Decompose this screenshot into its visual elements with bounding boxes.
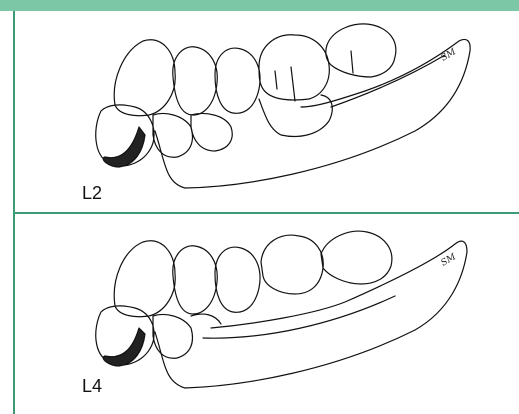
tooth-contact-lines (275, 51, 353, 101)
canine-tooth (114, 40, 175, 116)
panel-label: L4 (82, 376, 102, 397)
top-accent-bar (0, 0, 519, 11)
gum-line (331, 55, 445, 107)
panel-label: L2 (82, 183, 102, 204)
molar-1-tooth (261, 235, 323, 294)
premolar-1-tooth (173, 47, 217, 115)
artist-initials: SM (440, 47, 459, 64)
artist-initials: SM (440, 252, 459, 269)
denture-illustration-l2: SM (15, 11, 519, 212)
premolar-2-tooth (215, 48, 260, 113)
lower-premolar-1 (153, 315, 192, 359)
panel-l4: SM L4 (15, 214, 519, 414)
panel-l2: SM L2 (15, 11, 519, 212)
gum-line (203, 296, 395, 338)
lower-premolar-2 (191, 114, 232, 152)
premolar-1-tooth (173, 246, 217, 314)
premolar-2-tooth (215, 247, 260, 312)
canine-tooth (114, 241, 175, 317)
molar-2-tooth (326, 24, 396, 77)
molar-2-tooth (321, 231, 392, 284)
lower-premolar-1 (153, 114, 192, 158)
lower-premolar-2 (191, 314, 221, 324)
lower-molar (259, 95, 332, 136)
